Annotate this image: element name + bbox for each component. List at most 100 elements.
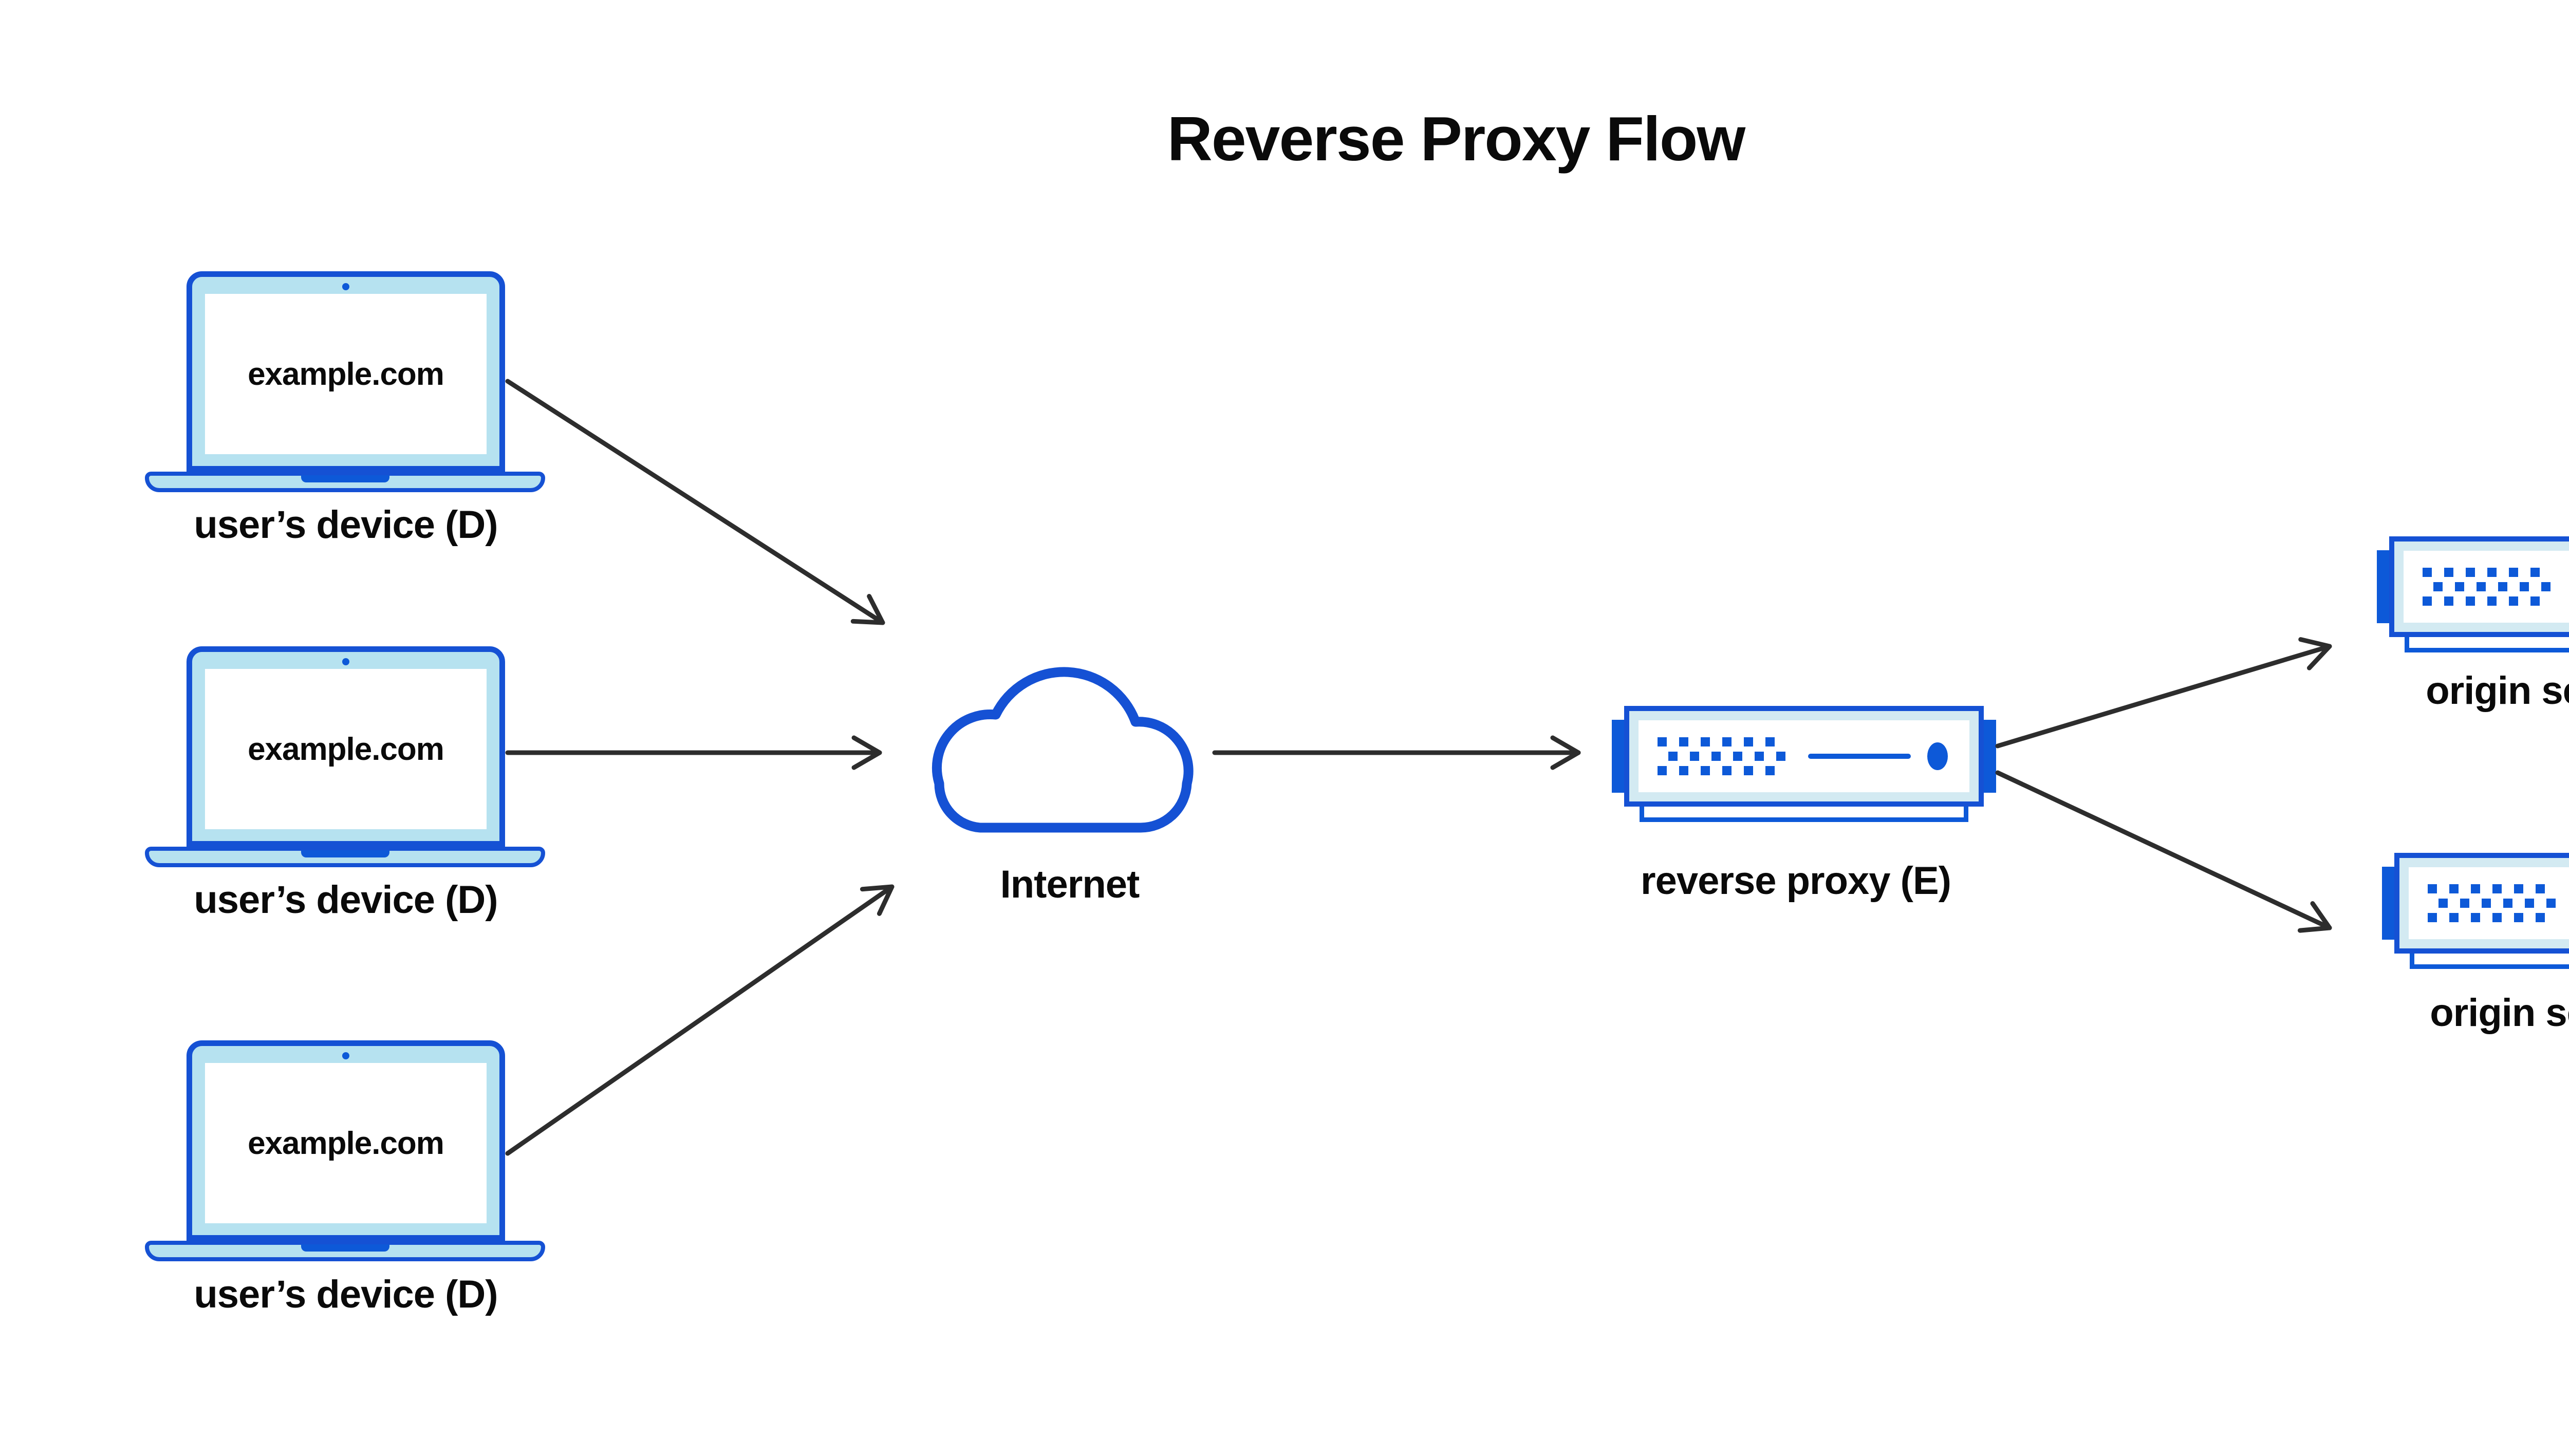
laptop-icon: example.com xyxy=(145,271,545,492)
vent-dot xyxy=(1668,752,1678,761)
server-body xyxy=(1624,706,1984,807)
vent-dot xyxy=(2503,899,2512,908)
vent-dot xyxy=(2438,899,2448,908)
arrow-proxy-to-origin2 xyxy=(1995,770,2332,933)
internet-cloud-icon xyxy=(920,660,1207,833)
laptop-screen: example.com xyxy=(187,646,505,847)
device-screen-text: example.com xyxy=(248,356,444,392)
vent-dot xyxy=(2423,596,2432,606)
server-vent-dots xyxy=(1658,737,1785,775)
vent-dot-row xyxy=(2433,582,2551,591)
vent-dot-row xyxy=(2428,913,2556,922)
vent-dot xyxy=(2530,568,2540,577)
laptop-icon: example.com xyxy=(145,1040,545,1261)
vent-dot xyxy=(1658,766,1667,775)
vent-dot xyxy=(2433,582,2443,591)
vent-dot xyxy=(2509,596,2518,606)
vent-dot-row xyxy=(1658,737,1785,746)
vent-dot xyxy=(1744,766,1753,775)
vent-dot xyxy=(1679,766,1688,775)
laptop-icon: example.com xyxy=(145,646,545,867)
device-screen-text: example.com xyxy=(248,1125,444,1161)
laptop-hinge-notch xyxy=(301,1244,389,1252)
laptop-base xyxy=(145,1241,545,1261)
vent-dot xyxy=(2444,568,2453,577)
vent-dot xyxy=(2520,582,2529,591)
reverse-proxy-server-icon xyxy=(1612,706,1996,822)
vent-dot xyxy=(2471,884,2480,893)
origin-server-icon xyxy=(2382,853,2569,969)
laptop-base xyxy=(145,847,545,867)
vent-dot xyxy=(2482,899,2491,908)
internet-label: Internet xyxy=(1000,863,1140,906)
device-label: user’s device (D) xyxy=(194,1273,498,1316)
vent-dot-row xyxy=(2438,899,2556,908)
origin-server-label: origin server (F) xyxy=(2430,991,2569,1035)
vent-dot xyxy=(2449,884,2459,893)
vent-dot xyxy=(1765,737,1775,746)
vent-dot xyxy=(2428,913,2437,922)
vent-dot xyxy=(2536,913,2545,922)
vent-dot xyxy=(1679,737,1688,746)
vent-dot xyxy=(2423,568,2432,577)
camera-dot-icon xyxy=(342,283,349,290)
origin-server-icon xyxy=(2377,536,2569,652)
vent-dot-row xyxy=(2423,596,2551,606)
server-front-panel xyxy=(2404,551,2569,623)
vent-dot xyxy=(2514,884,2523,893)
server-body xyxy=(2394,853,2569,954)
origin-server-label: origin server (F) xyxy=(2426,669,2569,713)
laptop-display: example.com xyxy=(205,294,487,454)
arrow-device3-to-internet xyxy=(505,884,895,1156)
vent-dot xyxy=(2509,568,2518,577)
vent-dot xyxy=(2455,582,2464,591)
cloud-outline xyxy=(932,667,1194,833)
vent-dot xyxy=(1701,766,1710,775)
vent-dot xyxy=(2487,568,2497,577)
laptop-hinge-notch xyxy=(301,850,389,857)
vent-dot xyxy=(2498,582,2507,591)
camera-dot-icon xyxy=(342,658,349,665)
vent-dot xyxy=(2514,913,2523,922)
vent-dot xyxy=(1658,737,1667,746)
device-label: user’s device (D) xyxy=(194,878,498,922)
server-led-icon xyxy=(1927,742,1948,770)
laptop-display: example.com xyxy=(205,669,487,829)
vent-dot xyxy=(1722,737,1732,746)
vent-dot-row xyxy=(2428,884,2556,893)
server-front-panel xyxy=(1639,720,1969,792)
server-vent-dots xyxy=(2423,568,2551,606)
device-label: user’s device (D) xyxy=(194,503,498,547)
server-slot-line xyxy=(1808,754,1911,759)
laptop-base xyxy=(145,472,545,492)
vent-dot xyxy=(1744,737,1753,746)
vent-dot xyxy=(1776,752,1785,761)
vent-dot xyxy=(2546,899,2556,908)
vent-dot xyxy=(2530,596,2540,606)
vent-dot xyxy=(1722,766,1732,775)
vent-dot xyxy=(2525,899,2534,908)
vent-dot xyxy=(2492,884,2502,893)
server-body xyxy=(2389,536,2569,637)
vent-dot xyxy=(2492,913,2502,922)
vent-dot xyxy=(2466,568,2475,577)
laptop-hinge-notch xyxy=(301,475,389,482)
vent-dot xyxy=(2466,596,2475,606)
laptop-screen: example.com xyxy=(187,1040,505,1241)
laptop-display: example.com xyxy=(205,1063,487,1223)
vent-dot-row xyxy=(1658,766,1785,775)
vent-dot xyxy=(1701,737,1710,746)
vent-dot xyxy=(2449,913,2459,922)
vent-dot xyxy=(1733,752,1742,761)
vent-dot xyxy=(2428,884,2437,893)
vent-dot-row xyxy=(2423,568,2551,577)
camera-dot-icon xyxy=(342,1052,349,1059)
device-screen-text: example.com xyxy=(248,731,444,767)
diagram-title: Reverse Proxy Flow xyxy=(1167,104,1746,174)
laptop-screen: example.com xyxy=(187,271,505,472)
vent-dot xyxy=(1755,752,1764,761)
vent-dot xyxy=(1711,752,1721,761)
reverse-proxy-label: reverse proxy (E) xyxy=(1641,859,1951,903)
